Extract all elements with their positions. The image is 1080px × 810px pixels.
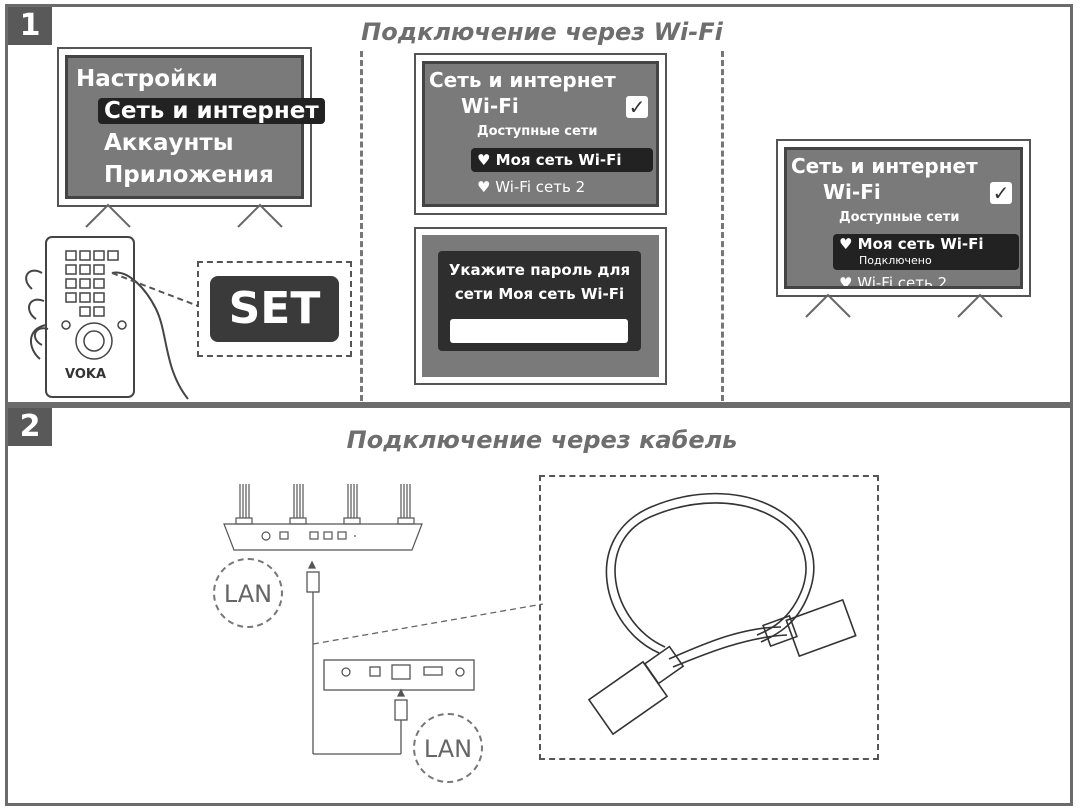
checkbox-icon[interactable]: ✓: [990, 182, 1012, 204]
wifi-label: Wi-Fi: [461, 94, 519, 118]
connected-network-2-label: Wi-Fi сеть 2: [857, 274, 948, 289]
menu-item-apps[interactable]: Приложения: [104, 162, 274, 188]
set-callout: SET: [197, 261, 352, 357]
wifi-icon: ♥: [477, 151, 496, 169]
checkbox-icon[interactable]: ✓: [626, 96, 648, 118]
tv-settings: Настройки Сеть и интернет Аккаунты Прило…: [57, 47, 325, 207]
menu-item-network[interactable]: Сеть и интернет: [98, 98, 325, 124]
router-icon: [223, 484, 423, 551]
settings-title: Настройки: [76, 66, 218, 92]
step-number-2: 2: [8, 408, 52, 446]
remote-brand: VOKA: [65, 367, 107, 382]
connected-network-1-label: Моя сеть Wi-Fi: [857, 235, 984, 253]
password-prompt-line1: Укажите пароль для: [448, 261, 631, 279]
step-number-1: 1: [8, 7, 52, 45]
connected-network-item[interactable]: ♥ Моя сеть Wi-Fi Подключено: [833, 234, 1019, 270]
connected-status: Подключено: [859, 254, 932, 267]
lan-circle-box: LAN: [413, 713, 483, 783]
connected-title: Сеть и интернет: [791, 154, 978, 178]
set-button[interactable]: SET: [210, 276, 339, 342]
connected-network-item-2[interactable]: ♥ Wi-Fi сеть 2: [839, 274, 948, 289]
connected-screen-frame: Сеть и интернет Wi-Fi ✓ Доступные сети ♥…: [776, 139, 1031, 297]
wifi-icon: ♥: [839, 235, 858, 253]
step-2-title: Подключение через кабель: [346, 426, 738, 454]
lan-circle-router: LAN: [213, 558, 283, 628]
separator-right: [721, 51, 724, 401]
connected-wifi-label: Wi-Fi: [823, 180, 881, 204]
password-prompt-line2: сети Моя сеть Wi-Fi: [454, 285, 625, 303]
set-top-box-icon: [323, 659, 475, 691]
wifi-screen-frame: Сеть и интернет Wi-Fi ✓ Доступные сети ♥…: [414, 53, 667, 215]
wifi-icon: ♥: [477, 178, 496, 196]
lan-label-box: LAN: [423, 735, 473, 763]
separator-left: [360, 51, 363, 401]
lan-label-router: LAN: [223, 580, 273, 608]
network-1-label: Моя сеть Wi-Fi: [495, 151, 622, 169]
network-2-label: Wi-Fi сеть 2: [495, 178, 586, 196]
remote-icon: [25, 236, 198, 400]
password-dialog: Укажите пароль для сети Моя сеть Wi-Fi: [438, 251, 641, 351]
step-1-title: Подключение через Wi-Fi: [361, 18, 723, 46]
network-item-2[interactable]: ♥ Wi-Fi сеть 2: [477, 178, 585, 196]
password-screen-frame: Укажите пароль для сети Моя сеть Wi-Fi: [414, 227, 667, 385]
tv-stand: [85, 203, 283, 228]
network-item-1[interactable]: ♥ Моя сеть Wi-Fi: [471, 148, 653, 172]
menu-item-accounts[interactable]: Аккаунты: [104, 130, 234, 156]
tv-settings-screen: Настройки Сеть и интернет Аккаунты Прило…: [65, 55, 325, 199]
ethernet-plug-icon: [587, 492, 857, 736]
ethernet-cable-icon: [306, 560, 544, 755]
networks-label: Доступные сети: [477, 124, 598, 139]
password-screen: Укажите пароль для сети Моя сеть Wi-Fi: [422, 235, 659, 377]
connected-networks-label: Доступные сети: [839, 210, 960, 225]
step-2-panel: 2 Подключение через кабель LAN: [5, 405, 1073, 806]
password-input[interactable]: [450, 319, 628, 343]
wifi-title: Сеть и интернет: [429, 68, 616, 92]
wifi-icon: ♥: [839, 274, 858, 289]
connected-screen: Сеть и интернет Wi-Fi ✓ Доступные сети ♥…: [784, 147, 1023, 289]
step-1-panel: 1 Подключение через Wi-Fi Настройки Сеть…: [5, 4, 1073, 405]
tv-stand: [805, 293, 1003, 318]
wifi-screen: Сеть и интернет Wi-Fi ✓ Доступные сети ♥…: [422, 61, 659, 207]
cable-detail-box: [539, 475, 879, 760]
